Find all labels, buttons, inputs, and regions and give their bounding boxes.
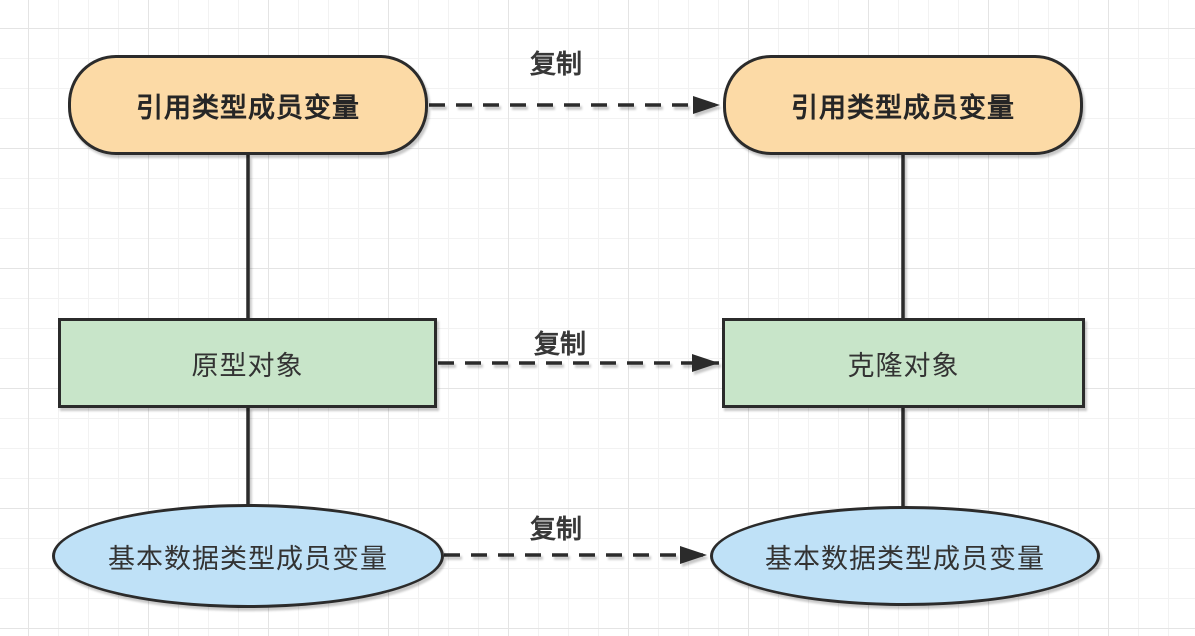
node-label: 基本数据类型成员变量 bbox=[765, 543, 1045, 574]
node-reference-type-member-left: 引用类型成员变量 bbox=[68, 55, 428, 155]
node-label: 基本数据类型成员变量 bbox=[108, 543, 388, 574]
node-label: 克隆对象 bbox=[847, 350, 960, 381]
copy-label-bottom: 复制 bbox=[529, 514, 583, 544]
node-reference-type-member-right: 引用类型成员变量 bbox=[723, 55, 1083, 155]
copy-label-top: 复制 bbox=[529, 49, 583, 79]
copy-label-mid: 复制 bbox=[533, 329, 587, 359]
node-label: 原型对象 bbox=[191, 350, 304, 381]
node-primitive-type-member-left: 基本数据类型成员变量 bbox=[52, 504, 444, 608]
node-label: 引用类型成员变量 bbox=[136, 92, 360, 123]
node-label: 引用类型成员变量 bbox=[791, 92, 1015, 123]
node-prototype-object: 原型对象 bbox=[58, 318, 437, 408]
node-primitive-type-member-right: 基本数据类型成员变量 bbox=[710, 506, 1100, 606]
node-clone-object: 克隆对象 bbox=[722, 318, 1085, 408]
